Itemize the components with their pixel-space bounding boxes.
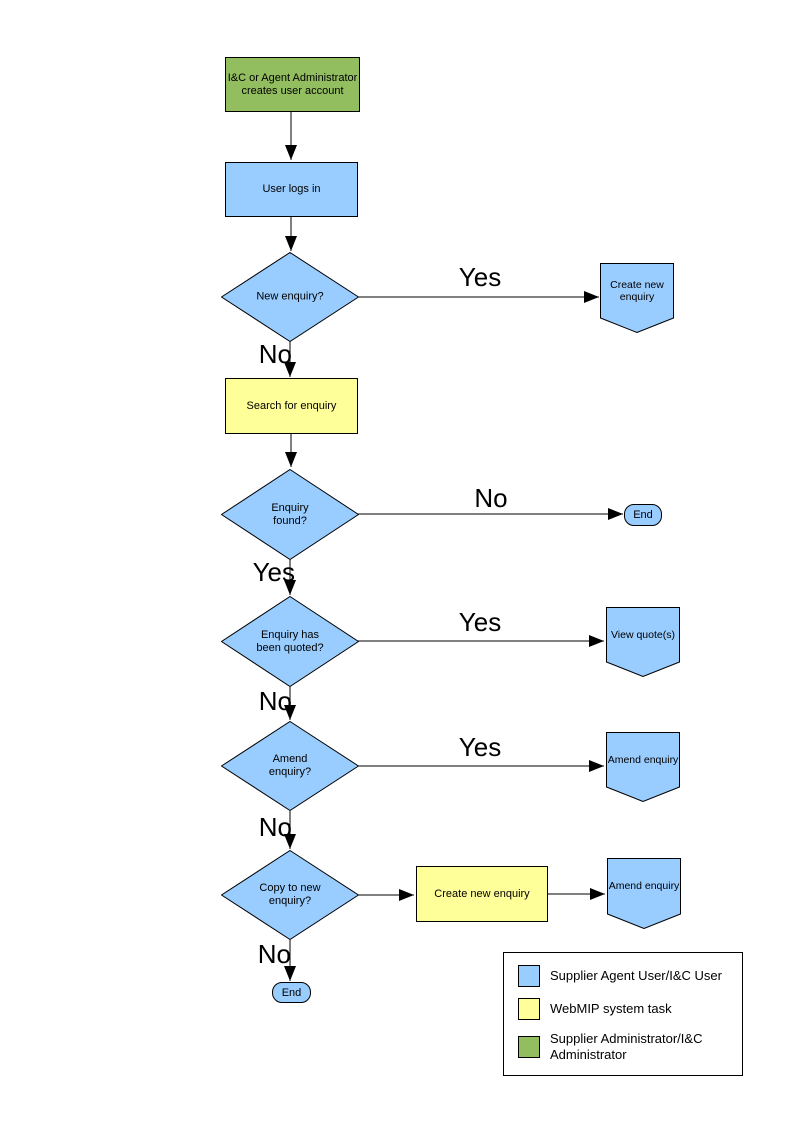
decision-new-enquiry: New enquiry? [221, 252, 359, 342]
pentagon-shape [606, 607, 680, 677]
legend-swatch-admin [518, 1036, 540, 1058]
node-label: User logs in [262, 183, 321, 195]
node-label: End [633, 509, 653, 521]
diamond-shape [221, 596, 359, 687]
edge-label-amend-yes: Yes [458, 732, 502, 762]
pentagon-shape [607, 858, 681, 929]
terminator-end-right: End [624, 504, 662, 526]
node-label: New enquiry? [256, 290, 324, 303]
edge-label-enquiry-found-no: No [474, 483, 508, 513]
decision-enquiry-found: Enquiry found? [221, 469, 359, 560]
edge-label-amend-no: No [258, 812, 292, 842]
decision-copy-to-new-enquiry: Copy to new enquiry? [221, 850, 359, 940]
edge-label-new-enquiry-yes: Yes [458, 262, 502, 292]
edge-label-copy-no: No [257, 939, 291, 969]
legend-item-system: WebMIP system task [518, 998, 732, 1020]
node-label: Amend enquiry [607, 754, 679, 766]
node-create-new-enquiry-task: Create new enquiry [416, 866, 548, 922]
legend: Supplier Agent User/I&C User WebMIP syst… [503, 952, 743, 1076]
node-label: Amend enquiry? [268, 753, 312, 778]
terminator-end-bottom: End [272, 982, 311, 1003]
node-label: I&C or Agent Administrator creates user … [227, 71, 358, 97]
node-create-user-account: I&C or Agent Administrator creates user … [225, 57, 360, 112]
decision-enquiry-quoted: Enquiry has been quoted? [221, 596, 359, 687]
node-label: Amend enquiry [608, 880, 680, 892]
connector-amend-enquiry-1: Amend enquiry [606, 732, 680, 802]
diamond-shape [221, 850, 359, 940]
pentagon-shape [600, 263, 674, 333]
node-label: Copy to new enquiry? [259, 882, 321, 907]
diamond-shape [221, 252, 359, 342]
legend-label: Supplier Administrator/I&C Administrator [550, 1031, 703, 1062]
node-label: Enquiry has been quoted? [256, 628, 324, 654]
diamond-shape [221, 721, 359, 811]
edge-label-enquiry-found-yes: Yes [252, 557, 295, 587]
decision-amend-enquiry: Amend enquiry? [221, 721, 359, 811]
edge-label-new-enquiry-no: No [258, 339, 292, 369]
node-label: Create new enquiry [434, 887, 530, 900]
legend-item-user: Supplier Agent User/I&C User [518, 965, 732, 987]
edge-label-quoted-no: No [258, 686, 292, 716]
node-label: Create new enquiry [610, 279, 664, 303]
connector-amend-enquiry-2: Amend enquiry [607, 858, 681, 929]
legend-swatch-user [518, 965, 540, 987]
diamond-shape [221, 469, 359, 560]
connector-create-new-enquiry: Create new enquiry [600, 263, 674, 333]
legend-item-admin: Supplier Administrator/I&C Administrator [518, 1031, 732, 1063]
node-label: Search for enquiry [246, 399, 337, 412]
node-label: View quote(s) [610, 629, 675, 641]
node-label: End [281, 986, 302, 999]
legend-label: WebMIP system task [550, 1001, 672, 1016]
legend-label: Supplier Agent User/I&C User [550, 968, 722, 983]
node-label: Enquiry found? [271, 501, 309, 527]
node-user-logs-in: User logs in [225, 162, 358, 217]
edge-label-quoted-yes: Yes [458, 607, 502, 637]
legend-swatch-system [518, 998, 540, 1020]
connector-view-quotes: View quote(s) [606, 607, 680, 677]
pentagon-shape [606, 732, 680, 802]
node-search-for-enquiry: Search for enquiry [225, 378, 358, 434]
